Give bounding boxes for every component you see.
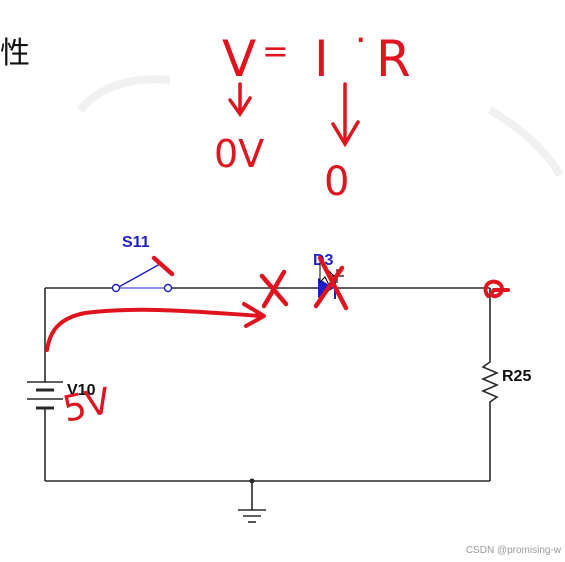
- current-path-arrow: [45, 302, 266, 352]
- source-value-note: 5V: [59, 381, 114, 431]
- formula-i: I: [314, 30, 329, 88]
- header-text-fragment: 性: [0, 36, 30, 71]
- watermark: CSDN @promising-w: [465, 545, 561, 556]
- node-mark: [483, 279, 510, 299]
- battery-v10: [27, 381, 63, 410]
- handwritten-formula: V = I · R: [222, 20, 411, 88]
- battery-label: V10: [67, 382, 96, 399]
- resistor-r25: [480, 355, 500, 412]
- switch-label: S11: [122, 234, 150, 251]
- handwritten-results: 0V 0 5V: [59, 132, 349, 431]
- resistor-label: R25: [502, 368, 531, 385]
- result-voltage: 0V: [214, 132, 264, 176]
- switch-s11: [111, 263, 173, 293]
- formula-dot: ·: [355, 20, 366, 61]
- formula-equals: =: [262, 32, 289, 70]
- circuit-wires: [44, 287, 491, 510]
- ground-symbol: [238, 478, 266, 523]
- formula-r: R: [376, 30, 411, 88]
- cross-marks: [151, 255, 349, 311]
- background-ghost-lines: [76, 75, 564, 178]
- formula-v: V: [222, 30, 256, 88]
- result-current: 0: [324, 159, 349, 205]
- handwritten-arrows: [228, 82, 360, 148]
